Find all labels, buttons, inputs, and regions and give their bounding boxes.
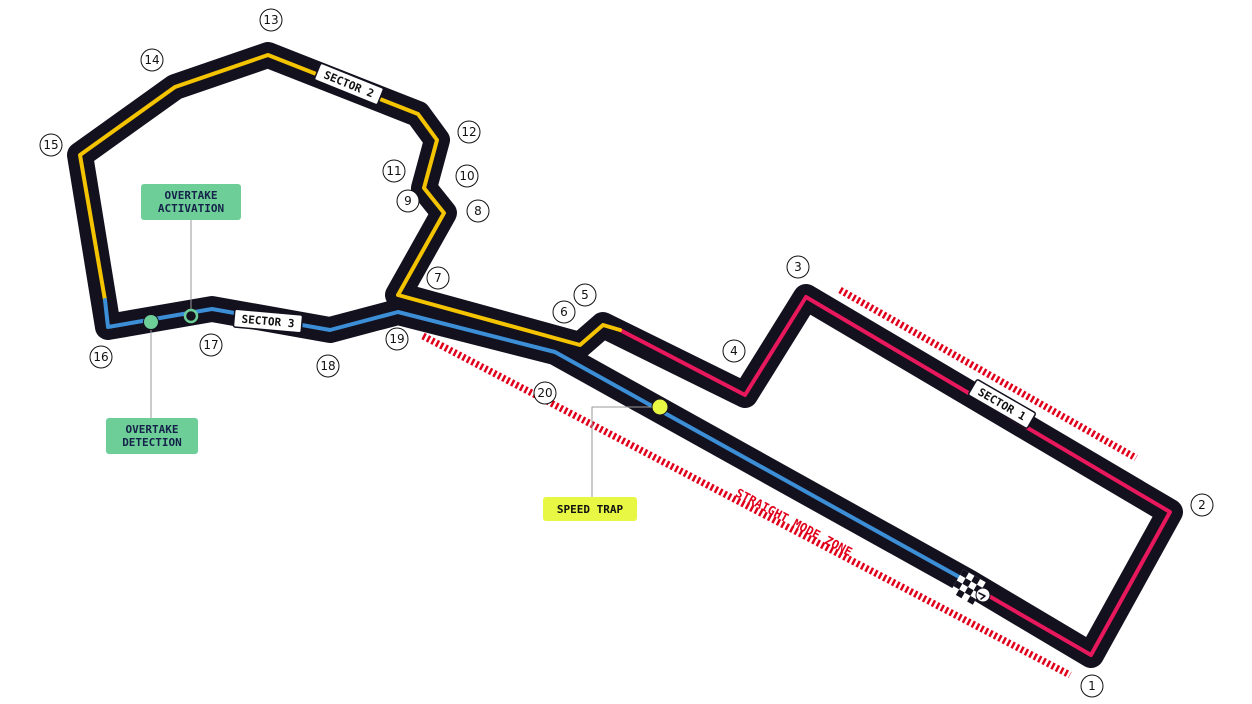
turn-9: 9 [396,189,420,213]
sector-3-text: SECTOR 3 [241,313,295,331]
turn-markers: 1 2 3 4 5 6 7 8 9 10 11 12 13 14 15 16 1… [39,8,1214,698]
track-outline [67,42,1183,668]
turn-10: 10 [455,164,479,188]
sector-2-line [78,53,622,347]
turn-13: 13 [259,8,283,32]
svg-text:16: 16 [93,350,108,364]
sector-3-line [103,298,984,594]
turn-16: 16 [89,345,113,369]
svg-text:17: 17 [203,338,218,352]
turn-14: 14 [140,48,164,72]
svg-text:4: 4 [730,344,738,358]
overtake-detection-tag: OVERTAKE DETECTION [106,418,198,454]
sector-3-label: SECTOR 3 [232,308,304,334]
overtake-activation-tag: OVERTAKE ACTIVATION [141,184,241,220]
svg-text:5: 5 [581,288,589,302]
svg-text:10: 10 [459,169,474,183]
turn-7: 7 [426,266,450,290]
turn-18: 18 [316,354,340,378]
speed-trap-marker [651,398,669,416]
turn-19: 19 [385,327,409,351]
svg-text:9: 9 [404,194,412,208]
svg-text:11: 11 [386,164,401,178]
turn-3: 3 [786,255,810,279]
direction-arrow-icon [975,587,991,603]
turn-17: 17 [199,333,223,357]
speed-trap-tag: SPEED TRAP [543,497,637,521]
svg-text:7: 7 [434,271,442,285]
svg-text:1: 1 [1088,679,1096,693]
svg-text:6: 6 [560,305,568,319]
svg-text:2: 2 [1198,498,1206,512]
straight-mode-zone [421,286,1138,679]
zone-band-main [421,332,1072,679]
speed-trap-leader [591,406,652,497]
turn-11: 11 [382,159,406,183]
svg-text:15: 15 [43,138,58,152]
turn-1: 1 [1080,674,1104,698]
turn-4: 4 [722,339,746,363]
turn-6: 6 [552,300,576,324]
zone-band-top [838,286,1138,462]
svg-text:3: 3 [794,260,802,274]
overtake-detection-marker [143,314,159,330]
svg-text:8: 8 [474,204,482,218]
svg-text:19: 19 [389,332,404,346]
svg-text:12: 12 [461,125,476,139]
svg-text:20: 20 [537,386,552,400]
turn-2: 2 [1190,493,1214,517]
svg-text:13: 13 [263,13,278,27]
overtake-activation-marker [183,308,199,324]
turn-5: 5 [573,283,597,307]
turn-8: 8 [466,199,490,223]
svg-text:18: 18 [320,359,335,373]
turn-12: 12 [457,120,481,144]
turn-15: 15 [39,133,63,157]
svg-text:14: 14 [144,53,159,67]
turn-20: 20 [533,381,557,405]
